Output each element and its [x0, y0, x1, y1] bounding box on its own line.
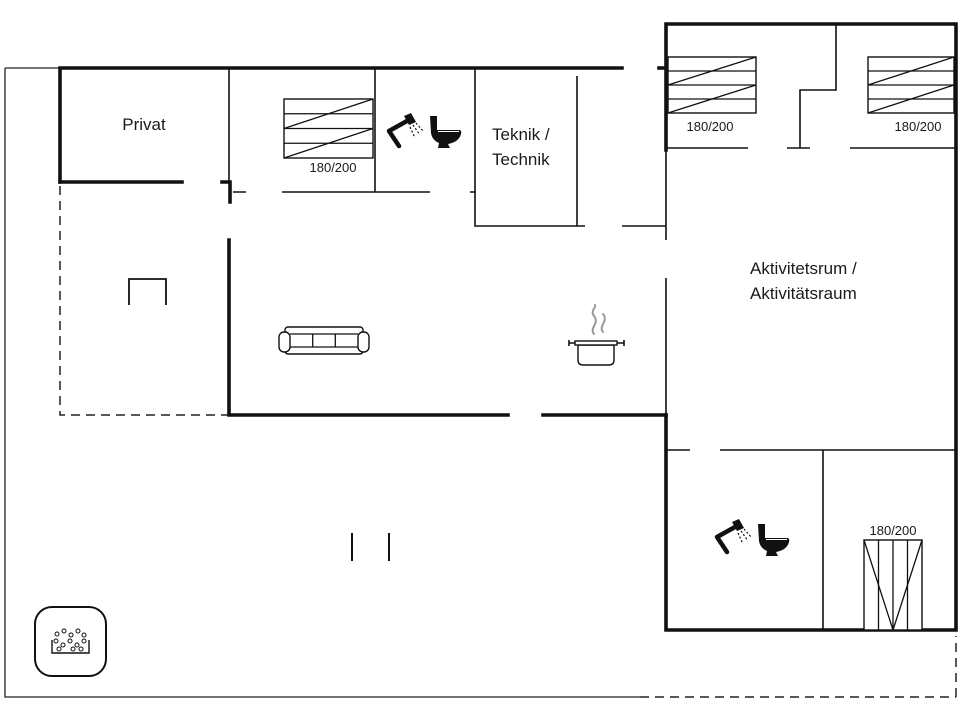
bed-icon — [867, 56, 955, 114]
sofa-icon — [278, 326, 370, 355]
sofa-cushions — [290, 333, 358, 348]
property-boundary-dashed — [640, 636, 957, 698]
hot-tub-frame — [34, 606, 107, 677]
bubble — [75, 628, 81, 634]
interior-wall — [474, 68, 585, 227]
bed-size-label: 180/200 — [895, 119, 942, 134]
exterior-wall — [664, 22, 958, 632]
hot-tub-bubbles — [53, 628, 87, 652]
bubble — [81, 638, 87, 644]
bed-size-label: 180/200 — [870, 523, 917, 538]
hot-tub-icon — [34, 606, 107, 677]
wall-stub — [220, 180, 232, 204]
room-label-privat: Privat — [122, 115, 166, 134]
bracket-symbol-icon — [128, 278, 167, 305]
bed-size-label: 180/200 — [310, 160, 357, 175]
bubble — [53, 638, 59, 644]
exterior-wall — [227, 238, 510, 417]
pot-body — [577, 344, 615, 366]
property-boundary — [4, 67, 640, 698]
bubble — [81, 632, 87, 638]
sofa-body — [284, 326, 364, 355]
bubble — [74, 642, 80, 648]
sofa-arm-right — [357, 331, 370, 353]
bed-size-label: 180/200 — [687, 119, 734, 134]
exterior-wall — [58, 66, 624, 184]
room-label-aktivitetsrum-line2: Aktivitätsraum — [750, 284, 857, 303]
bed-fold-lines — [667, 56, 757, 114]
bed-icon — [283, 98, 374, 159]
bed-fold-lines — [867, 56, 955, 114]
bubble — [60, 642, 66, 648]
bubble — [78, 646, 84, 652]
bed-icon — [667, 56, 757, 114]
hot-tub-basin — [51, 640, 90, 654]
toilet-icon — [430, 116, 462, 148]
pot-rim — [574, 340, 618, 346]
sofa-arm-left — [278, 331, 291, 353]
room-label-teknik-line1: Teknik / — [492, 125, 550, 144]
shower-water — [737, 528, 752, 545]
bubble — [54, 631, 60, 637]
bubble — [68, 632, 74, 638]
bubble — [70, 646, 76, 652]
shower-head — [732, 519, 744, 531]
room-label-aktivitetsrum-line1: Aktivitetsrum / — [750, 259, 857, 278]
bubble — [67, 638, 73, 644]
terrace-outline — [59, 186, 229, 416]
bed-fold-lines — [283, 98, 374, 159]
pot-handles — [568, 340, 625, 346]
steam — [600, 313, 606, 333]
shower-icon — [386, 113, 424, 149]
cooking-pot-icon — [568, 304, 625, 366]
toilet-icon — [758, 524, 790, 556]
shower-water — [409, 122, 424, 139]
shower-arm — [386, 118, 410, 149]
steam — [591, 304, 597, 335]
bed-fold-lines — [863, 539, 923, 631]
shower-head — [404, 113, 416, 125]
bubble — [56, 646, 62, 652]
interior-wall — [799, 24, 837, 148]
bed-icon — [863, 539, 923, 631]
bubble — [61, 628, 67, 634]
room-label-teknik-line2: Technik — [492, 150, 550, 169]
shower-arm — [714, 524, 738, 555]
shower-icon — [714, 519, 752, 555]
